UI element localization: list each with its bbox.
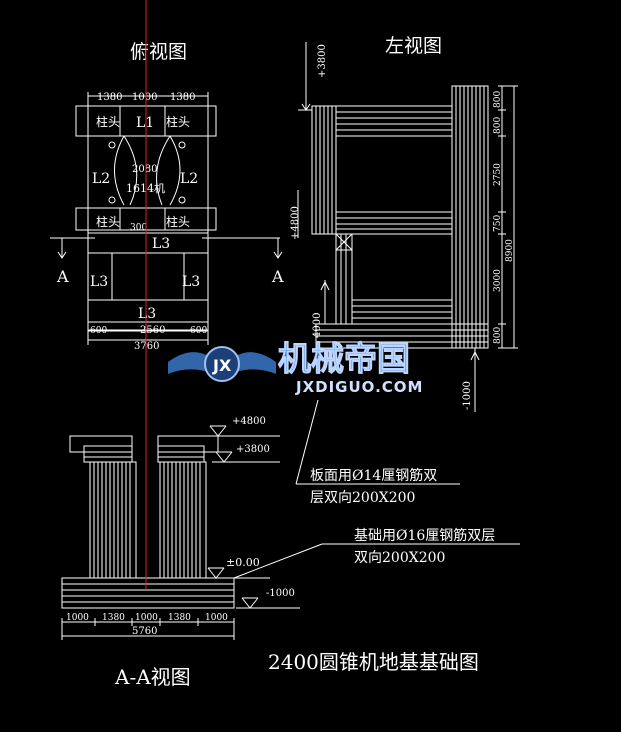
watermark-logo: JX — [168, 346, 276, 382]
sec-dim-1: 1000 — [66, 613, 89, 623]
elev-4800: +4800 — [232, 416, 266, 427]
sec-dim-total: 5760 — [132, 626, 157, 637]
section-mark-a: A — [56, 267, 69, 286]
dim-vert-2: 800 — [493, 117, 503, 134]
col-head-label: 柱头 — [166, 114, 190, 129]
left-view-labels: 左视图 +3800 +4800 4000 -1000 800 800 2750 … — [290, 35, 515, 410]
wing-right-icon — [236, 352, 276, 374]
elev-3800: +3800 — [236, 444, 270, 455]
section-mark-a: A — [271, 267, 284, 286]
section-view-labels: +4800 +3800 ±0.00 -1000 1000 1380 1000 1… — [66, 416, 495, 689]
l2-label: L2 — [180, 171, 198, 187]
section-view-title: A-A视图 — [114, 665, 191, 689]
l3-label: L3 — [90, 274, 108, 290]
l3-label: L3 — [138, 306, 156, 322]
col-head-label: 柱头 — [96, 214, 120, 229]
dim-top-1: 1380 — [97, 92, 122, 103]
dim-vert-4: 750 — [493, 215, 503, 232]
inner-dim: 2080 — [132, 164, 157, 175]
elev-mid: +4800 — [290, 206, 301, 240]
dim-total: 3760 — [134, 341, 159, 352]
col-head-label: 柱头 — [96, 114, 120, 129]
dim-vert-5: 3000 — [493, 269, 503, 292]
l1-label: L1 — [136, 115, 154, 131]
left-view-title: 左视图 — [385, 35, 442, 57]
dim-vert-3: 2750 — [493, 163, 503, 186]
dim-bottom-3: 600 — [190, 326, 207, 336]
sec-dim-4: 1380 — [168, 613, 191, 623]
l2-label: L2 — [92, 171, 110, 187]
drawing-main-title: 2400圆锥机地基基础图 — [268, 650, 479, 674]
left-view — [297, 42, 518, 412]
elev-000: ±0.00 — [226, 556, 260, 569]
sec-dim-2: 1380 — [102, 613, 125, 623]
top-view-labels: 俯视图 1380 1000 1380 柱头 L1 柱头 2080 L2 L2 1… — [56, 41, 284, 352]
dim-vert-1: 800 — [493, 91, 503, 108]
base-note-1: 基础用Ø16厘钢筋双层 — [354, 527, 495, 544]
dim-top-3: 1380 — [170, 92, 195, 103]
l3-label: L3 — [182, 274, 200, 290]
col-head-label: 柱头 — [166, 214, 190, 229]
elev-m1000: -1000 — [266, 588, 295, 599]
sec-dim-5: 1000 — [205, 613, 228, 623]
dim-vert-6: 800 — [493, 327, 503, 344]
svg-text:JX: JX — [212, 356, 232, 375]
l3-label: L3 — [152, 236, 170, 252]
watermark-en: JXDIGUO.COM — [295, 378, 423, 396]
dim-total-vert: 8900 — [505, 239, 515, 262]
dim-bottom-2: 2560 — [140, 325, 165, 336]
gear-icon — [204, 346, 240, 382]
dim-top-2: 1000 — [132, 92, 157, 103]
base-note-2: 双向200X200 — [354, 550, 445, 566]
watermark-cn: 机械帝国 — [278, 339, 410, 378]
section-view — [61, 399, 520, 640]
small-dim: 300 — [130, 223, 147, 233]
left-dim: 4000 — [312, 313, 323, 338]
elev-top: +3800 — [317, 44, 328, 78]
dim-bottom-1: 600 — [90, 326, 107, 336]
sec-dim-3: 1000 — [135, 613, 158, 623]
elev-low2: -1000 — [462, 381, 473, 410]
slab-note-2: 层双向200X200 — [310, 490, 415, 506]
wing-left-icon — [168, 352, 208, 374]
slab-note-1: 板面用Ø14厘钢筋双 — [310, 467, 437, 484]
top-view-title: 俯视图 — [130, 41, 187, 63]
